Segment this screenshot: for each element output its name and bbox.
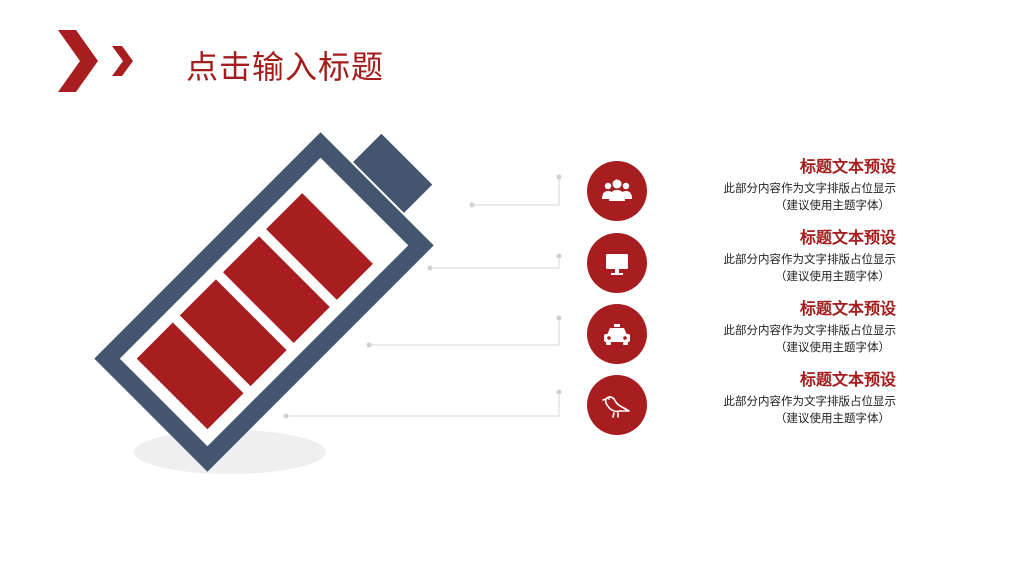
people-icon-circle [587, 161, 647, 221]
item-title: 标题文本预设 [799, 228, 896, 247]
item-description: 此部分内容作为文字排版占位显示 [723, 181, 897, 195]
list-item: 标题文本预设 此部分内容作为文字排版占位显示 （建议使用主题字体） [656, 299, 897, 356]
item-description-note: （建议使用主题字体） [775, 198, 890, 212]
taxi-icon [604, 324, 630, 345]
battery-terminal [353, 133, 433, 213]
item-title: 标题文本预设 [799, 299, 896, 318]
chevron-decoration-icon [58, 30, 133, 92]
item-description-note: （建议使用主题字体） [775, 269, 890, 283]
list-item: 标题文本预设 此部分内容作为文字排版占位显示 （建议使用主题字体） [656, 157, 897, 214]
battery-cell-1 [136, 322, 244, 430]
battery-illustration [94, 132, 434, 474]
item-description: 此部分内容作为文字排版占位显示 [723, 394, 897, 408]
bird-icon [602, 396, 630, 418]
battery-cell-3 [222, 236, 330, 344]
list-item: 标题文本预设 此部分内容作为文字排版占位显示 （建议使用主题字体） [656, 228, 897, 285]
monitor-icon [606, 254, 628, 275]
taxi-icon-circle [587, 304, 647, 364]
item-description-note: （建议使用主题字体） [775, 411, 890, 425]
battery-cell-2 [179, 279, 287, 387]
battery-cell-4 [266, 193, 373, 300]
bird-icon-circle [587, 375, 647, 435]
item-description: 此部分内容作为文字排版占位显示 [723, 252, 897, 266]
connector-lines [283, 174, 562, 419]
monitor-icon-circle [587, 233, 647, 293]
item-description: 此部分内容作为文字排版占位显示 [723, 323, 897, 337]
item-title: 标题文本预设 [799, 157, 896, 176]
list-item: 标题文本预设 此部分内容作为文字排版占位显示 （建议使用主题字体） [656, 370, 897, 427]
page-title: 点击输入标题 [186, 48, 385, 86]
item-description-note: （建议使用主题字体） [775, 340, 890, 354]
item-title: 标题文本预设 [799, 370, 896, 389]
people-icon [602, 179, 632, 201]
